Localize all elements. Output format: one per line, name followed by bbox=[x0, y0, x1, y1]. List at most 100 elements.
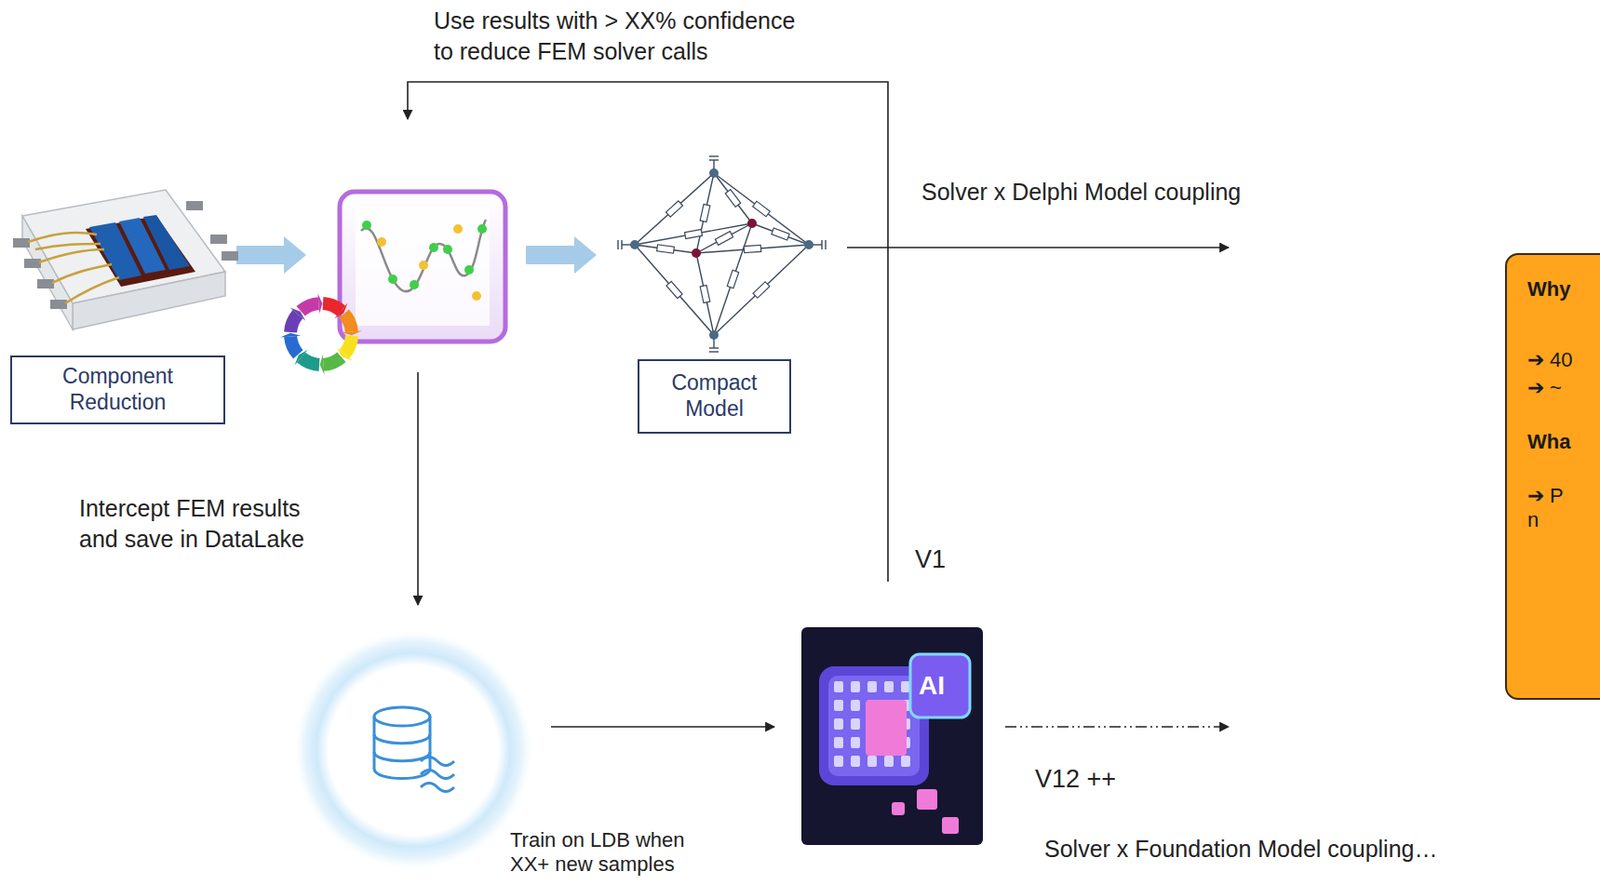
compact-network bbox=[824, 240, 826, 250]
compact-network bbox=[696, 173, 714, 254]
compact-network bbox=[666, 281, 683, 298]
chip-illustration bbox=[39, 249, 105, 263]
feedback-note: Use results with > XX% confidence to red… bbox=[433, 5, 816, 67]
version-tag: V12 ++ bbox=[1035, 763, 1116, 796]
ai-model-icon bbox=[884, 681, 894, 693]
ai-model-icon bbox=[867, 681, 877, 693]
iteration-cycle bbox=[322, 351, 346, 371]
compact-network bbox=[699, 203, 711, 222]
datalake-icon bbox=[292, 629, 535, 872]
ai-model-icon bbox=[850, 755, 861, 767]
compact-network bbox=[771, 228, 790, 241]
chip-illustration bbox=[27, 232, 97, 243]
compact-network bbox=[726, 269, 739, 288]
ai-model-icon bbox=[833, 681, 911, 767]
compact-network bbox=[634, 223, 753, 245]
box-label: Compact Model bbox=[650, 370, 779, 422]
ai-model-icon bbox=[941, 817, 959, 834]
chip-illustration bbox=[52, 264, 112, 283]
surrogate-plot bbox=[362, 220, 372, 230]
callout-text: ➔ P n bbox=[1527, 484, 1567, 534]
compact-network bbox=[709, 350, 719, 352]
block-arrow bbox=[236, 236, 307, 274]
compact-network bbox=[713, 173, 753, 224]
iteration-cycle bbox=[280, 293, 363, 376]
chip-illustration bbox=[85, 215, 196, 287]
ai-model-icon bbox=[884, 755, 894, 767]
ai-model-icon bbox=[865, 699, 907, 756]
flow-arrows bbox=[1005, 726, 1229, 728]
compact-network bbox=[709, 347, 719, 349]
compact-network bbox=[696, 253, 714, 336]
intercept-note: Intercept FEM results and save in DataLa… bbox=[79, 493, 336, 554]
ai-model-icon bbox=[850, 737, 861, 749]
compact-network bbox=[709, 155, 719, 157]
callout-text: ➔ 40 bbox=[1527, 348, 1574, 373]
iteration-cycle bbox=[280, 333, 301, 338]
ai-model-icon bbox=[850, 681, 861, 693]
compact-network bbox=[709, 168, 719, 178]
compact-network bbox=[634, 244, 714, 336]
chip-illustration bbox=[143, 215, 190, 270]
chip-illustration bbox=[50, 299, 68, 310]
datalake-icon bbox=[420, 770, 455, 780]
chip-illustration bbox=[221, 251, 239, 261]
flow-arrows bbox=[416, 372, 419, 606]
ai-model-icon bbox=[833, 718, 844, 730]
compact-network bbox=[657, 244, 675, 254]
ai-model-icon bbox=[828, 675, 920, 777]
surrogate-plot bbox=[471, 291, 482, 301]
chip-illustration bbox=[37, 279, 54, 289]
coupling-note: Solver x Foundation Model coupling… bbox=[1044, 833, 1438, 865]
compact-network bbox=[713, 223, 753, 336]
datalake-icon bbox=[374, 707, 455, 793]
ai-model-icon bbox=[867, 755, 877, 767]
compact-network bbox=[725, 189, 740, 208]
compact-network bbox=[743, 244, 761, 253]
ai-model-icon bbox=[900, 755, 911, 767]
compact-network bbox=[618, 156, 826, 352]
ai-model-icon bbox=[850, 699, 861, 712]
ai-model-icon bbox=[910, 654, 970, 718]
surrogate-plot bbox=[443, 244, 453, 255]
compact-network bbox=[713, 244, 809, 336]
compact-network bbox=[820, 240, 822, 250]
compact-network bbox=[617, 240, 619, 250]
chip-illustration bbox=[24, 258, 41, 269]
compact-network bbox=[691, 248, 701, 258]
compact-network bbox=[620, 240, 622, 250]
iteration-cycle bbox=[338, 309, 358, 332]
compact-network bbox=[752, 223, 809, 245]
compact-network bbox=[665, 201, 683, 217]
chip-illustration bbox=[35, 243, 101, 250]
compact-network bbox=[752, 282, 770, 298]
ai-model-icon bbox=[833, 699, 844, 712]
ai-model-icon bbox=[891, 802, 905, 816]
compact-network bbox=[685, 228, 703, 239]
training-note: Train on LDB when XX+ new samples bbox=[510, 828, 711, 878]
iteration-cycle bbox=[341, 330, 363, 336]
compact-network bbox=[713, 173, 809, 245]
box-label: Component Reduction bbox=[23, 363, 213, 416]
component-reduction-box: Component Reduction bbox=[10, 355, 226, 425]
coupling-note: Solver x Delphi Model coupling bbox=[921, 176, 1241, 208]
callout-text: Wha bbox=[1527, 430, 1571, 455]
chip-illustration bbox=[27, 232, 120, 304]
datalake-icon bbox=[420, 757, 455, 767]
compact-network bbox=[714, 231, 733, 246]
surrogate-plot bbox=[376, 224, 482, 301]
chip-illustration bbox=[65, 277, 120, 304]
compact-network bbox=[709, 159, 719, 161]
surrogate-plot bbox=[464, 265, 474, 275]
ai-model-icon bbox=[801, 627, 983, 846]
flow-arrows bbox=[551, 726, 775, 728]
chip-illustration bbox=[13, 201, 239, 310]
ai-model-icon bbox=[833, 681, 844, 693]
iteration-cycle bbox=[320, 354, 325, 376]
chip-illustration bbox=[13, 238, 30, 248]
datalake-icon bbox=[374, 734, 431, 744]
surrogate-plot bbox=[477, 224, 487, 234]
compact-model-box: Compact Model bbox=[637, 359, 792, 434]
datalake-icon bbox=[374, 716, 431, 780]
